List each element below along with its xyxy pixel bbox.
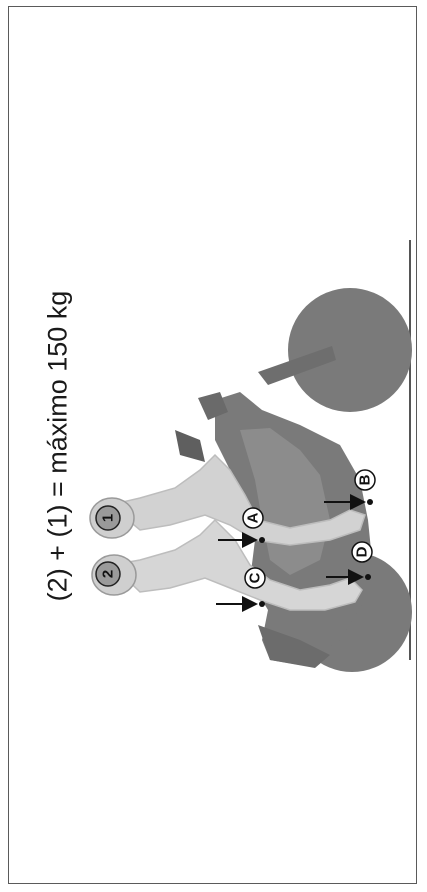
figure-frame [8,6,417,884]
front-wheel [288,288,412,412]
point-b-label: B [357,474,374,485]
rider-front-badge: 1 [95,505,121,531]
rider-rear-badge: 2 [95,561,121,587]
point-a-label: A [245,512,262,523]
rider-front-body [108,453,366,546]
point-c-label: C [247,572,264,583]
load-point-a: A [218,507,265,548]
load-point-c: C [216,567,266,612]
windscreen [175,430,205,462]
rider-front-number: 1 [100,514,117,522]
load-point-b: B [324,469,376,510]
tail-section [258,625,330,668]
rider-rear-number: 2 [100,570,117,578]
mirror [198,392,228,420]
load-point-d: D [326,541,373,585]
point-d-label: D [354,546,371,557]
front-fork [258,346,336,385]
